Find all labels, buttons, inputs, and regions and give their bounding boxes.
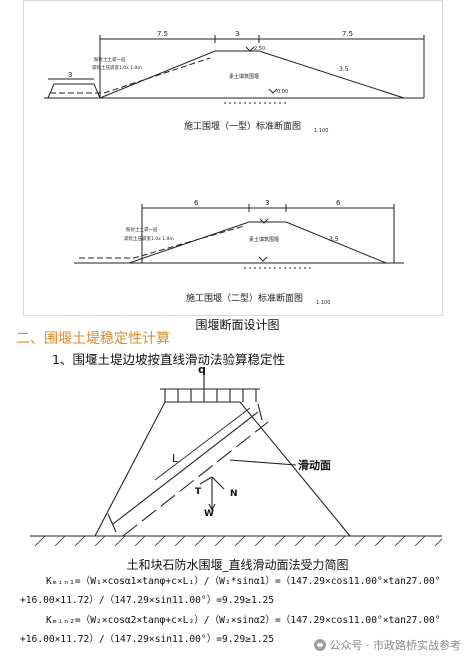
type2-labels: 6 3 6 3.5 素土填筑围堰 粉砂土土袋一层 袋装土压袋宽1.0x 1.0m… [124,199,341,306]
ground-hatch [34,535,443,547]
type2-dim-2: 3 [265,199,269,207]
figure-caption: 围堰断面设计图 [195,318,280,332]
sliding-force-diagram: q L 滑动面 T N W [30,364,443,547]
diagram-lines [30,374,443,547]
diagram-labels: q L 滑动面 T N W [172,364,331,519]
type2-slope: 3.5 [329,236,339,243]
type1-bottom-level: 0.00 [277,89,288,95]
type1-scale: 1:100 [314,128,328,134]
diagram-caption: 土和块石防水围堰_直线滑动面法受力简图 [126,558,349,572]
type2-section [74,204,404,269]
equation-2-line-2: +16.00×11.72）/（147.29×sin11.00°）=9.29≥1.… [20,634,275,645]
type2-bag-label-2: 袋装土压袋宽1.0x 1.0m [124,235,174,242]
type2-bag-label-1: 粉砂土土袋一层 [126,226,158,233]
type1-caption: 施工围堰（一型）标准断面图 [184,120,301,132]
type2-scale: 1:100 [316,300,330,306]
watermark: 公众号 · 市政路桥实战参考 [313,637,462,653]
type1-dim-2: 3 [235,30,239,38]
length-l-label: L [172,452,179,465]
type1-dim-1: 7.5 [157,30,168,38]
type1-slope: 3.5 [339,66,349,73]
type2-dim-1: 6 [194,199,199,207]
type2-dim-3: 6 [336,199,341,207]
slide-surface-label: 滑动面 [298,458,331,472]
type1-fill-label: 素土填筑围堰 [229,73,259,80]
load-arrows [164,374,257,402]
watermark-text: 公众号 · 市政路桥实战参考 [329,639,462,652]
equation-1-line-2: +16.00×11.72）/（147.29×sin11.00°）=9.29≥1.… [20,595,275,606]
sub-heading: 1、围堰土堤边坡按直线滑动法验算稳定性 [52,352,285,367]
wechat-icon [313,639,326,651]
cross-section-drawings: 7.5 3 7.5 3 3.5 2.50 0.00 素土填筑围堰 粉砂土土袋一层… [23,0,443,316]
equation-1-line-1: Kₘᵢₙ₁=（W₁×cosα1×tanφ+c×L₁）/（W₁*sinα1）=（1… [46,576,441,587]
type1-top-level: 2.50 [254,46,265,52]
type1-section [44,35,425,104]
load-q-label: q [198,364,206,376]
type1-labels: 7.5 3 7.5 3 3.5 2.50 0.00 素土填筑围堰 粉砂土土袋一层… [68,30,353,134]
section-heading: 二、围堰土堤稳定性计算 [16,331,170,347]
cross-section-svg: 7.5 3 7.5 3 3.5 2.50 0.00 素土填筑围堰 粉砂土土袋一层… [44,30,425,306]
force-w-label: W [204,509,214,519]
force-t-label: T [195,487,202,497]
force-n-label: N [230,489,238,499]
type1-dim-3: 7.5 [342,30,353,38]
type1-bag-label-1: 粉砂土土袋一层 [94,56,126,63]
equation-2-line-1: Kₘᵢₙ₂=（W₂×cosα2×tanφ+c×L₂）/（W₂×sinα2）=（1… [46,615,441,626]
type1-bag-label-2: 袋装土压袋宽1.0x 1.0m [92,64,142,71]
type2-caption: 施工围堰（二型）标准断面图 [186,292,303,304]
type1-left-dim: 3 [68,71,72,79]
type2-fill-label: 素土填筑围堰 [249,236,279,243]
